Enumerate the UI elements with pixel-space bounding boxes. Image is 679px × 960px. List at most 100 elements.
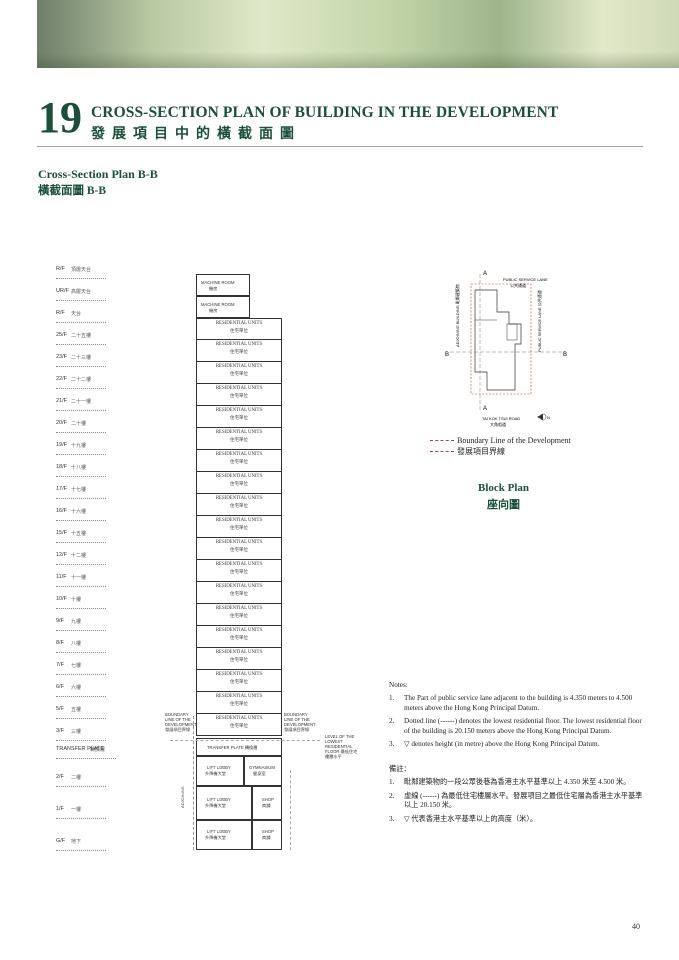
floor-name-zh: 高層天台 [71,289,92,295]
floor-name-zh: 三樓 [71,729,82,735]
notes-en: Notes: 1.The Part of public service lane… [389,681,643,753]
residential-unit-label-zh: 住宅單位 [230,525,248,530]
residential-unit-label: RESIDENTIAL UNITS [215,408,263,413]
lowest-floor-label: LEVEL OF THE LOWEST RESIDENTIAL FLOOR 最低… [325,734,358,759]
lift-lobby-label: LIFT LOBBY [207,765,231,770]
floor-name-zh: 十六樓 [71,509,87,515]
lift-lobby-label: LIFT LOBBY [207,797,231,802]
boundary-legend-zh: 發展項目界線 [457,447,505,456]
floor-code: 1/F [56,806,64,812]
lift-lobby-label-zh: 升降機大堂 [205,835,226,840]
floor-code: 7/F [56,662,64,668]
note-item-en-1: 1.The Part of public service lane adjace… [389,694,633,712]
transfer-plate-label: TRANSFER PLATE 轉換層 [207,745,258,750]
residential-unit-floor: RESIDENTIAL UNITS 住宅單位 [196,450,282,472]
shop-label: SHOP [262,797,274,802]
machine-room-label-zh: 機房 [209,286,218,291]
floor-code: R/F [56,310,65,316]
lift-lobby-label-zh: 升降機大堂 [205,771,226,776]
floor-name-zh: 七樓 [71,663,82,669]
note-item-zh-2: 2.虛線 (------) 為最低住宅樓層水平。發展項目之最低住宅層為香港主水平… [389,791,643,810]
boundary-legend-line [430,440,454,441]
floor-code: 15/F [56,530,68,536]
note-item-zh-1: 1.毗鄰建築物的一段公眾後巷為香港主水平基準以上 4.350 米至 4.500 … [389,778,631,787]
residential-unit-label-zh: 住宅單位 [230,349,248,354]
gymnasium-label: GYMNASIUM [249,765,275,770]
floor-name-zh: 十八樓 [71,465,87,471]
residential-unit-label: RESIDENTIAL UNITS [215,694,263,699]
floor-level-label: 7/F 七樓 [56,662,106,675]
note-text: ▽ 代表香港主水平基準以上的高度（米）。 [404,814,538,823]
residential-unit-label-zh: 住宅單位 [230,613,248,618]
block-plan-road-zh: 大角咀道 [490,421,506,427]
residential-unit-label: RESIDENTIAL UNITS [215,584,263,589]
block-plan-adjoining: ADJOINING BUILDING 毗鄰建築物 [454,284,460,347]
residential-unit-label-zh: 住宅單位 [230,723,248,728]
floor-name-zh: 二十二樓 [71,377,92,383]
residential-unit-label: RESIDENTIAL UNITS [215,672,263,677]
lift-lobby-2f: LIFT LOBBY 升降機大堂 [196,756,244,786]
lift-lobby-label: LIFT LOBBY [207,829,231,834]
note-item-en-2: 2.Dotted line (------) denotes the lowes… [389,717,642,735]
header-banner-image [37,0,679,68]
residential-unit-label: RESIDENTIAL UNITS [215,606,263,611]
left-boundary-line [193,716,194,850]
residential-unit-label: RESIDENTIAL UNITS [215,321,263,326]
floor-code: 10/F [56,596,68,602]
residential-unit-label-zh: 住宅單位 [230,459,248,464]
floor-name-zh: 十五樓 [71,531,87,537]
floor-code: 9/F [56,618,64,624]
residential-unit-label-zh: 住宅單位 [230,415,248,420]
residential-unit-label: RESIDENTIAL UNITS [215,496,263,501]
floor-code: 21/F [56,398,68,404]
residential-unit-label-zh: 住宅單位 [230,547,248,552]
public-lane-vertical [290,770,291,850]
residential-unit-label: RESIDENTIAL UNITS [215,716,263,721]
residential-unit-floor: RESIDENTIAL UNITS 住宅單位 [196,714,282,736]
boundary-label-left: BOUNDARY LINE OF THE DEVELOPMENT 發展項目界線 [165,712,197,732]
floor-name-zh: 頂層天台 [71,267,92,273]
plan-subtitle-zh: 橫截面圖 B-B [38,185,107,197]
floor-name-zh: 十七樓 [71,487,87,493]
note-text: The Part of public service lane adjacent… [404,694,633,712]
note-text: 毗鄰建築物的一段公眾後巷為香港主水平基準以上 4.350 米至 4.500 米。 [404,778,631,787]
section-title-zh: 發展項目中的橫截面圖 [91,127,301,142]
section-title-en: CROSS-SECTION PLAN OF BUILDING IN THE DE… [91,104,559,121]
residential-unit-label: RESIDENTIAL UNITS [215,364,263,369]
block-plan-road: TAI KOK TSUI ROAD [482,416,520,421]
title-divider [37,146,643,147]
floor-code: 17/F [56,486,68,492]
header-banner-shade [37,52,679,68]
residential-unit-label: RESIDENTIAL UNITS [215,452,263,457]
lift-lobby-1f: LIFT LOBBY 升降機大堂 [196,786,252,820]
floor-code: TRANSFER PLATE [56,746,105,752]
section-marker-b-right: B [563,352,567,358]
notes-heading-en: Notes: [389,681,408,689]
block-plan-lane-right: PUBLIC SERVICE LANE 公共通道 [536,290,542,352]
north-label: N [547,415,550,420]
residential-unit-label: RESIDENTIAL UNITS [215,650,263,655]
floor-code: 18/F [56,464,68,470]
